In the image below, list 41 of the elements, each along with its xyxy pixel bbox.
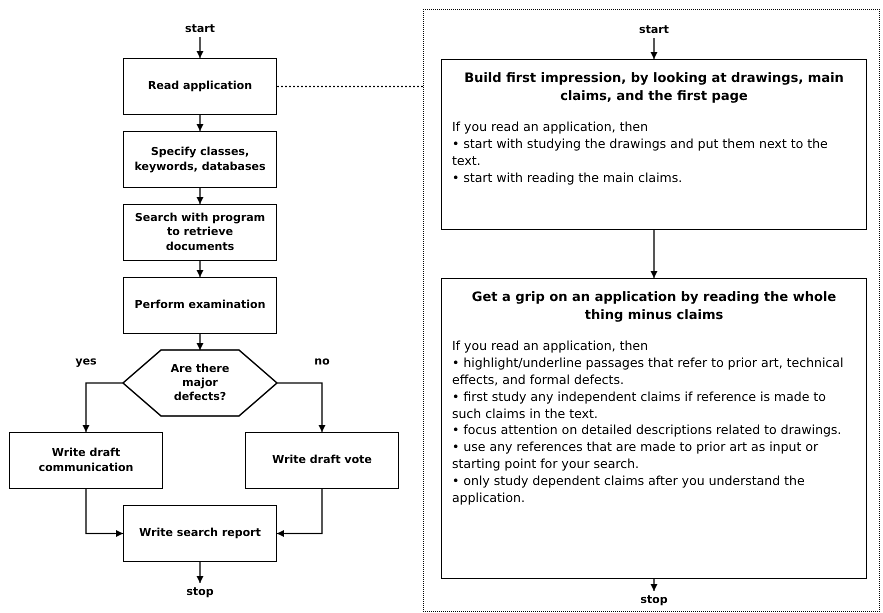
process-box: Read application xyxy=(123,58,277,115)
intro-text: If you read an application, then xyxy=(452,338,650,355)
box-heading: Get a grip on an application by reading the whole thing minus claims xyxy=(470,289,838,324)
bullet-item: • focus attention on detailed descriptions related to drawings. xyxy=(452,422,842,440)
arrow xyxy=(85,489,123,537)
arrow xyxy=(650,38,658,59)
box-heading: Build first impression, by looking at drawings, main claims, and the first page xyxy=(463,70,845,106)
process-box: Search with program to retrieve documents xyxy=(123,204,277,261)
decision-hexagon xyxy=(123,350,277,416)
bullet-item: • start with reading the main claims. xyxy=(452,170,684,187)
terminal-label: stop xyxy=(624,591,684,608)
arrow xyxy=(196,562,204,583)
process-box: Write search report xyxy=(123,505,277,562)
info-box xyxy=(441,278,867,579)
arrow xyxy=(196,334,204,350)
arrow xyxy=(277,489,323,537)
process-box: Perform examination xyxy=(123,277,277,334)
arrow xyxy=(196,115,204,131)
arrow xyxy=(196,37,204,58)
bullet-item: • use any references that are made to prior art as input or starting point for your search. xyxy=(452,439,820,474)
bullet-item: • highlight/underline passages that refer to prior art, technical effects, and formal defects. xyxy=(452,354,844,389)
dotted-frame xyxy=(423,9,880,612)
intro-text: If you read an application, then xyxy=(452,119,650,136)
arrow xyxy=(196,188,204,204)
arrow xyxy=(277,382,326,432)
arrow xyxy=(650,579,658,591)
process-box: Write draft vote xyxy=(245,432,399,489)
process-box: Specify classes, keywords, databases xyxy=(123,131,277,188)
bullet-item: • start with studying the drawings and put them next to the text. xyxy=(452,136,829,170)
dotted-connector xyxy=(277,86,423,88)
terminal-label: start xyxy=(170,20,230,37)
terminal-label: start xyxy=(624,21,684,38)
process-box: Write draft communication xyxy=(9,432,163,489)
decision-text: Are there major defects? xyxy=(170,362,230,404)
arrow xyxy=(82,382,123,432)
terminal-label: stop xyxy=(170,583,230,600)
arrow xyxy=(650,230,658,278)
info-box xyxy=(441,59,867,230)
bullet-item: • only study dependent claims after you understand the application. xyxy=(452,473,806,507)
bullet-item: • first study any independent claims if reference is made to such claims in the text. xyxy=(452,388,827,422)
arrow xyxy=(196,261,204,277)
